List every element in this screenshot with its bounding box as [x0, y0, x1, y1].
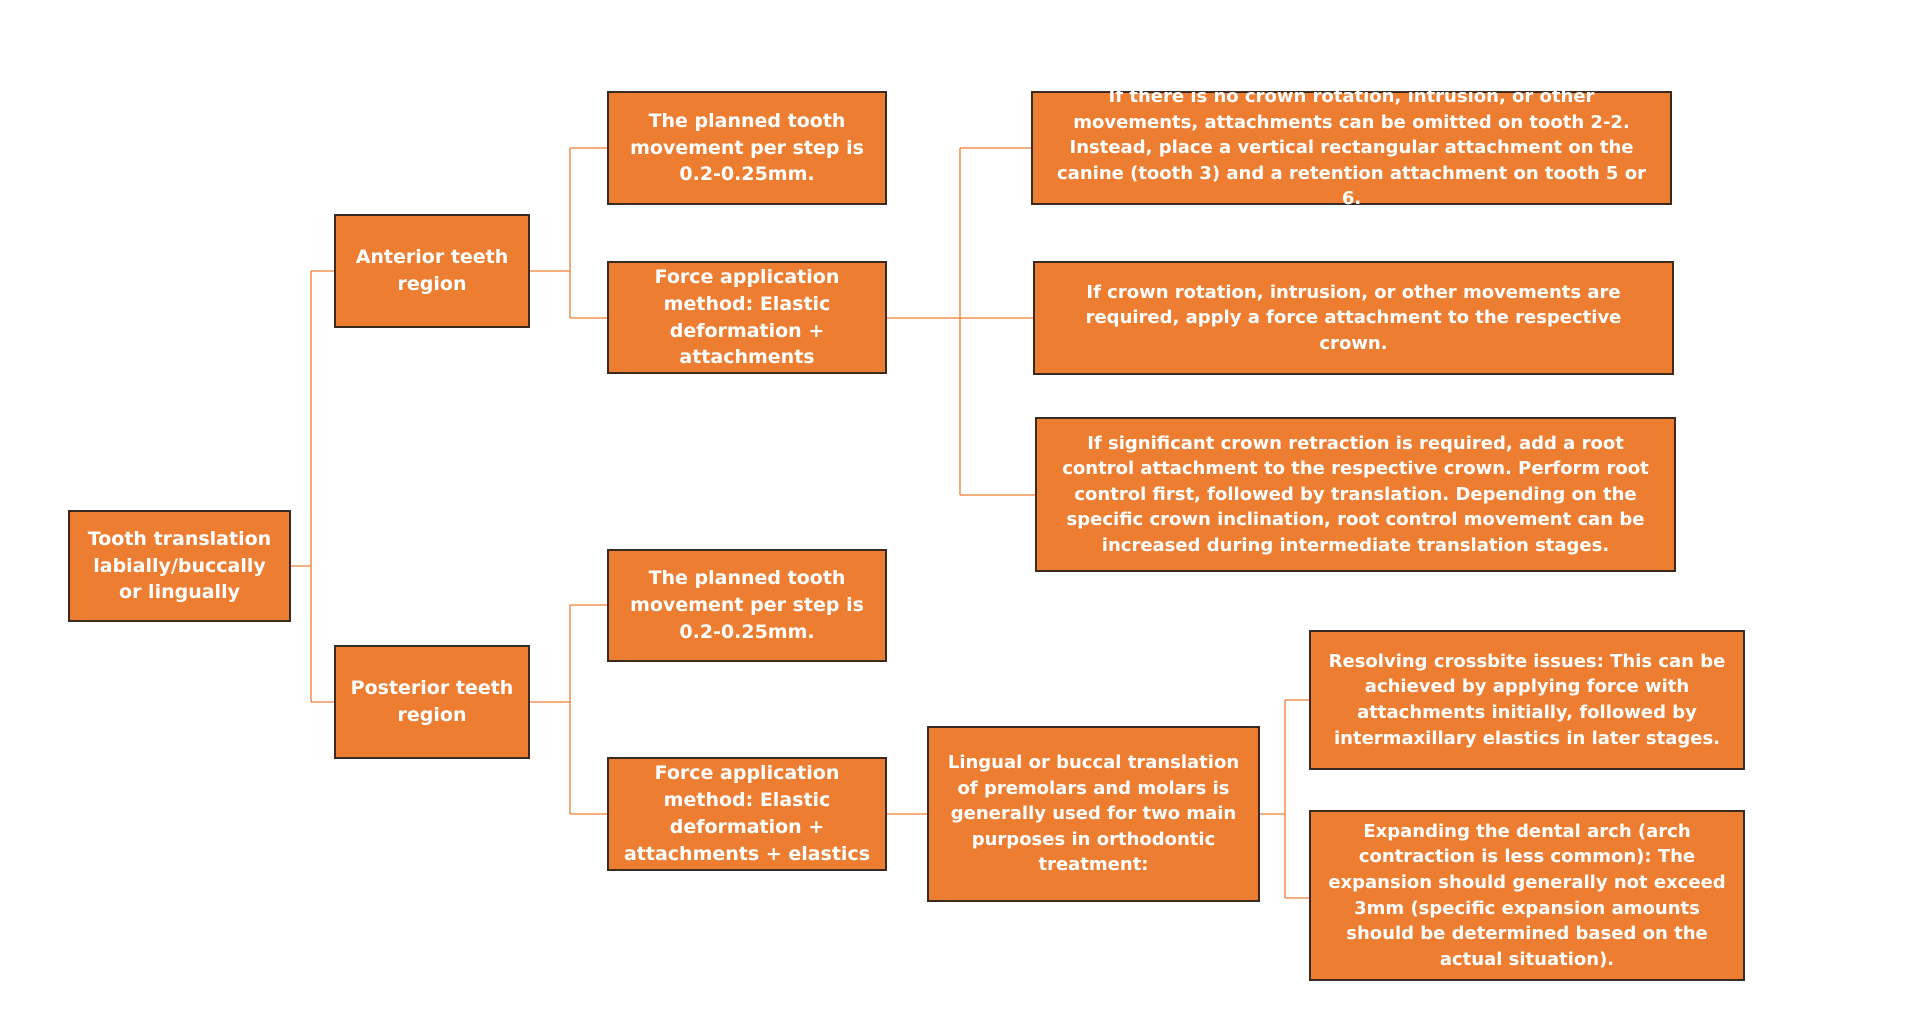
- anterior-option-node: If significant crown retraction is requi…: [1035, 417, 1676, 572]
- anterior-step-node: The planned tooth movement per step is 0…: [607, 91, 887, 205]
- posterior-step-label: The planned tooth movement per step is 0…: [630, 567, 864, 643]
- posterior-purpose-option-text: Expanding the dental arch (arch contract…: [1328, 820, 1726, 970]
- posterior-force-node: Force application method: Elastic deform…: [607, 757, 887, 871]
- posterior-region-label: Posterior teeth region: [350, 677, 514, 726]
- anterior-option-node: If there is no crown rotation, intrusion…: [1031, 86, 1672, 209]
- anterior-step-label: The planned tooth movement per step is 0…: [630, 109, 864, 186]
- anterior-option-text: If crown rotation, intrusion, or other m…: [1085, 281, 1622, 354]
- posterior-purpose-option-text: Resolving crossbite issues: This can be …: [1328, 650, 1726, 749]
- anterior-option-text: If there is no crown rotation, intrusion…: [1057, 86, 1646, 210]
- posterior-force-label: Force application method: Elastic deform…: [623, 762, 871, 865]
- posterior-purpose-node: Lingual or buccal translation of premola…: [927, 726, 1260, 902]
- anterior-region-node: Anterior teeth region: [334, 214, 530, 328]
- anterior-option-node: If crown rotation, intrusion, or other m…: [1033, 261, 1674, 375]
- posterior-purpose-option-node: Resolving crossbite issues: This can be …: [1309, 630, 1745, 770]
- root-node: Tooth translation labially/buccally or l…: [68, 510, 291, 622]
- anterior-region-label: Anterior teeth region: [355, 246, 509, 295]
- root-node-label: Tooth translation labially/buccally or l…: [87, 527, 272, 604]
- anterior-force-label: Force application method: Elastic deform…: [654, 265, 840, 369]
- anterior-force-node: Force application method: Elastic deform…: [607, 261, 887, 374]
- posterior-step-node: The planned tooth movement per step is 0…: [607, 549, 887, 662]
- posterior-purpose-option-node: Expanding the dental arch (arch contract…: [1309, 810, 1745, 981]
- anterior-option-text: If significant crown retraction is requi…: [1062, 432, 1649, 556]
- posterior-purpose-label: Lingual or buccal translation of premola…: [947, 752, 1240, 876]
- posterior-region-node: Posterior teeth region: [334, 645, 530, 759]
